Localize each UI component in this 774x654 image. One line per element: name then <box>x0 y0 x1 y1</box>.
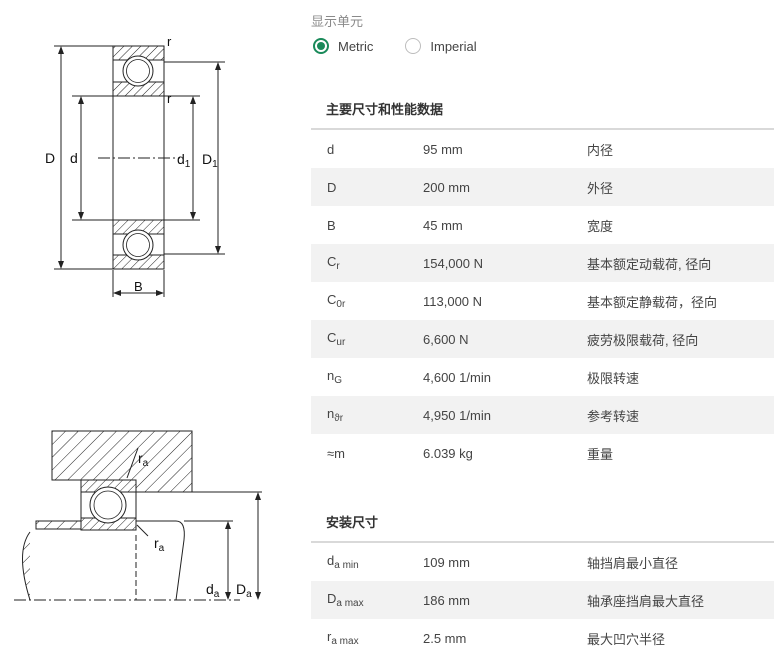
row-value: 6.039 kg <box>423 445 473 461</box>
symbol-subscript: G <box>334 375 343 386</box>
symbol-text: C <box>327 330 337 345</box>
row-value: 109 mm <box>423 554 470 570</box>
row-value: 113,000 N <box>423 293 483 309</box>
row-symbol: nG <box>311 368 423 386</box>
symbol-text: D <box>327 179 337 195</box>
imperial-radio[interactable] <box>405 38 422 54</box>
row-value: 4,950 1/min <box>423 407 491 423</box>
symbol-text: B <box>327 217 336 233</box>
row-symbol: D <box>311 180 423 195</box>
symbol-text: n <box>327 406 335 421</box>
symbol-subscript: a max <box>331 636 359 647</box>
mount-dims-rule <box>311 541 774 543</box>
symbol-text: d <box>327 553 335 568</box>
row-value: 45 mm <box>423 217 463 233</box>
row-description: 参考转速 <box>587 408 640 424</box>
label-D: D <box>45 150 55 166</box>
row-symbol: ≈m <box>311 446 423 461</box>
symbol-text: ≈m <box>327 445 345 461</box>
symbol-subscript: ur <box>336 337 346 348</box>
row-symbol: d <box>311 142 423 157</box>
label-r-mid: r <box>167 91 172 106</box>
row-description: 基本额定静载荷，径向 <box>587 294 718 310</box>
row-description: 重量 <box>587 446 614 462</box>
label-d: d <box>70 150 78 166</box>
row-description: 最大凹穴半径 <box>587 631 666 647</box>
symbol-text: r <box>327 629 332 644</box>
row-symbol: ra max <box>311 629 423 647</box>
row-description: 基本额定动载荷, 径向 <box>587 256 712 272</box>
table-row: D 200 mm 外径 <box>311 168 774 206</box>
row-description: 极限转速 <box>587 370 640 386</box>
row-symbol: Cur <box>311 330 423 348</box>
label-B: B <box>134 279 143 294</box>
label-ra-top: ra <box>138 450 149 469</box>
row-symbol: nϑr <box>311 406 423 424</box>
symbol-subscript: 0r <box>336 299 346 310</box>
row-description: 疲劳极限载荷, 径向 <box>587 332 699 348</box>
row-symbol: C0r <box>311 292 423 310</box>
unit-switch: Metric Imperial <box>313 38 509 54</box>
row-value: 95 mm <box>423 141 463 157</box>
label-ra-bottom: ra <box>154 535 165 554</box>
row-value: 6,600 N <box>423 331 469 347</box>
unit-title: 显示单元 <box>311 14 364 29</box>
bearing-dimensions <box>54 45 225 297</box>
row-value: 2.5 mm <box>423 630 467 646</box>
row-description: 轴承座挡肩最大直径 <box>587 593 705 609</box>
metric-radio[interactable] <box>313 38 329 54</box>
symbol-subscript: ϑr <box>334 413 344 424</box>
row-value: 154,000 N <box>423 255 483 271</box>
symbol-subscript: a min <box>334 560 359 571</box>
row-description: 内径 <box>587 142 614 158</box>
mount-dims-title: 安装尺寸 <box>326 515 379 530</box>
row-description: 宽度 <box>587 218 614 234</box>
symbol-subscript: a max <box>336 598 364 609</box>
symbol-text: D <box>327 591 337 606</box>
metric-option[interactable]: Metric <box>313 38 373 54</box>
label-Da: Da <box>236 581 252 600</box>
label-da: da <box>206 581 220 600</box>
symbol-subscript: r <box>336 261 340 272</box>
bearing-section <box>98 45 180 270</box>
symbol-text: n <box>327 368 335 383</box>
row-description: 外径 <box>587 180 614 196</box>
label-r-top: r <box>167 34 172 49</box>
row-symbol: B <box>311 218 423 233</box>
mounting-arrows <box>225 492 261 600</box>
row-symbol: Da max <box>311 591 423 609</box>
table-row: ≈m 6.039 kg 重量 <box>311 434 774 472</box>
main-dims-rule <box>311 128 774 130</box>
imperial-label: Imperial <box>430 38 477 54</box>
symbol-text: d <box>327 141 335 157</box>
table-row: d 95 mm 内径 <box>311 130 774 168</box>
row-symbol: Cr <box>311 254 423 272</box>
label-D1: D1 <box>202 151 218 170</box>
label-d1: d1 <box>177 151 191 170</box>
symbol-text: C <box>327 254 337 269</box>
main-dims-title: 主要尺寸和性能数据 <box>326 102 444 117</box>
row-value: 200 mm <box>423 179 470 195</box>
bearing-drawing: r r D d d1 D1 B ra ra da Da <box>14 34 262 601</box>
row-value: 4,600 1/min <box>423 369 491 385</box>
mounting-section <box>14 430 262 601</box>
dimension-arrows <box>58 46 221 296</box>
row-symbol: da min <box>311 553 423 571</box>
table-row: B 45 mm 宽度 <box>311 206 774 244</box>
symbol-text: C <box>327 292 337 307</box>
row-description: 轴挡肩最小直径 <box>587 555 679 571</box>
metric-label: Metric <box>338 38 374 54</box>
imperial-option[interactable]: Imperial <box>405 38 477 54</box>
row-value: 186 mm <box>423 592 470 608</box>
